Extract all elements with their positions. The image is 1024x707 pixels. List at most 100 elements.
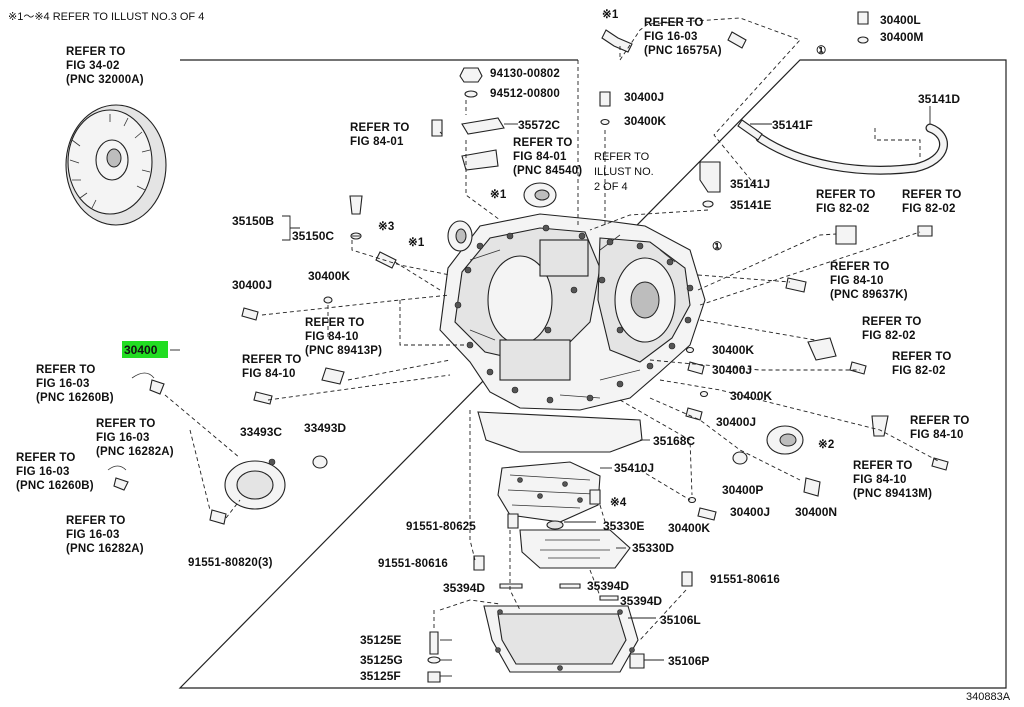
part-30400j-top[interactable]: 30400J bbox=[624, 90, 664, 104]
part-30400k-r2[interactable]: 30400K bbox=[730, 389, 772, 403]
svg-text:(PNC 89637K): (PNC 89637K) bbox=[830, 289, 908, 301]
part-35394d-c[interactable]: 35394D bbox=[620, 594, 662, 608]
svg-text:(PNC 89413M): (PNC 89413M) bbox=[853, 488, 932, 500]
mark-3: ※3 bbox=[378, 220, 394, 233]
svg-text:FIG 84-10: FIG 84-10 bbox=[830, 275, 884, 287]
refer-fig84-01-pnc84540[interactable]: REFER TO FIG 84-01 (PNC 84540) bbox=[513, 137, 582, 177]
refer-fig82-02-a[interactable]: REFER TO FIG 82-02 bbox=[816, 189, 876, 215]
part-35330e[interactable]: 35330E bbox=[603, 519, 644, 533]
part-30400j-left[interactable]: 30400J bbox=[232, 278, 272, 292]
svg-text:REFER TO: REFER TO bbox=[305, 317, 365, 329]
refer-fig84-10-89413m[interactable]: REFER TO FIG 84-10 (PNC 89413M) bbox=[853, 460, 932, 500]
part-35106p[interactable]: 35106P bbox=[668, 654, 709, 668]
part-30400p[interactable]: 30400P bbox=[722, 483, 763, 497]
refer-fig82-02-b[interactable]: REFER TO FIG 82-02 bbox=[902, 189, 962, 215]
part-35410j[interactable]: 35410J bbox=[614, 461, 654, 475]
part-35168c[interactable]: 35168C bbox=[653, 434, 695, 448]
part-35394d-a[interactable]: 35394D bbox=[443, 581, 485, 595]
part-35150c[interactable]: 35150C bbox=[292, 229, 334, 243]
svg-text:REFER TO: REFER TO bbox=[350, 122, 410, 134]
part-33493c[interactable]: 33493C bbox=[240, 425, 282, 439]
svg-text:REFER TO: REFER TO bbox=[96, 418, 156, 430]
svg-text:REFER TO: REFER TO bbox=[66, 46, 126, 58]
part-35125g[interactable]: 35125G bbox=[360, 653, 403, 667]
o-ring-33493d-drawing bbox=[312, 455, 328, 469]
part-91551-80616-a[interactable]: 91551-80616 bbox=[378, 558, 448, 570]
part-30400k-top[interactable]: 30400K bbox=[624, 114, 666, 128]
svg-text:FIG 16-03: FIG 16-03 bbox=[36, 378, 90, 390]
part-94130-00802[interactable]: 94130-00802 bbox=[490, 68, 560, 80]
mark-4: ※4 bbox=[610, 496, 627, 509]
refer-torque-converter[interactable]: REFER TO FIG 34-02 (PNC 32000A) bbox=[66, 46, 144, 86]
refer-fig84-10-89637k[interactable]: REFER TO FIG 84-10 (PNC 89637K) bbox=[830, 261, 908, 301]
part-33493d[interactable]: 33493D bbox=[304, 421, 346, 435]
part-35141f[interactable]: 35141F bbox=[772, 118, 813, 132]
part-30400n[interactable]: 30400N bbox=[795, 505, 837, 519]
part-30400m[interactable]: 30400M bbox=[880, 30, 923, 44]
part-35150b[interactable]: 35150B bbox=[232, 214, 274, 228]
svg-text:FIG 84-01: FIG 84-01 bbox=[350, 136, 404, 148]
dashed-connector-lines bbox=[164, 17, 941, 641]
part-94512-00800[interactable]: 94512-00800 bbox=[490, 88, 560, 100]
part-30400j-bottom[interactable]: 30400J bbox=[730, 505, 770, 519]
refer-fig84-10-left[interactable]: REFER TO FIG 84-10 bbox=[242, 354, 302, 380]
svg-text:FIG 16-03: FIG 16-03 bbox=[66, 529, 120, 541]
svg-text:(PNC 16575A): (PNC 16575A) bbox=[644, 45, 722, 57]
svg-text:FIG 84-10: FIG 84-10 bbox=[305, 331, 359, 343]
part-35141d[interactable]: 35141D bbox=[918, 92, 960, 106]
part-35394d-b[interactable]: 35394D bbox=[587, 579, 629, 593]
part-35330d[interactable]: 35330D bbox=[632, 541, 674, 555]
svg-text:FIG 84-10: FIG 84-10 bbox=[242, 368, 296, 380]
svg-text:REFER TO: REFER TO bbox=[910, 415, 970, 427]
part-35141e[interactable]: 35141E bbox=[730, 198, 771, 212]
main-frame bbox=[178, 59, 1007, 689]
oil-pan-drawing bbox=[483, 605, 639, 673]
part-91551-80616-b[interactable]: 91551-80616 bbox=[710, 574, 780, 586]
svg-text:30400: 30400 bbox=[124, 343, 158, 357]
svg-text:(PNC 89413P): (PNC 89413P) bbox=[305, 345, 382, 357]
svg-text:FIG 84-10: FIG 84-10 bbox=[910, 429, 964, 441]
mark-1-seal2: ※1 bbox=[408, 236, 425, 249]
svg-text:FIG 82-02: FIG 82-02 bbox=[892, 365, 946, 377]
refer-fig82-02-c[interactable]: REFER TO FIG 82-02 bbox=[862, 316, 922, 342]
refer-fig16-16260b-a[interactable]: REFER TO FIG 16-03 (PNC 16260B) bbox=[36, 364, 114, 404]
part-30400k-r1[interactable]: 30400K bbox=[712, 343, 754, 357]
part-30400k-bottom[interactable]: 30400K bbox=[668, 521, 710, 535]
svg-text:REFER TO: REFER TO bbox=[66, 515, 126, 527]
svg-text:(PNC 16282A): (PNC 16282A) bbox=[96, 446, 174, 458]
part-35572c[interactable]: 35572C bbox=[518, 118, 560, 132]
svg-text:(PNC 16282A): (PNC 16282A) bbox=[66, 543, 144, 555]
svg-text:(PNC 84540): (PNC 84540) bbox=[513, 165, 582, 177]
svg-text:FIG 34-02: FIG 34-02 bbox=[66, 60, 120, 72]
highlight-30400[interactable]: 30400 bbox=[122, 341, 168, 358]
part-30400k-left[interactable]: 30400K bbox=[308, 269, 350, 283]
refer-fig84-01-top[interactable]: REFER TO FIG 84-01 bbox=[350, 122, 410, 148]
svg-text:FIG 84-10: FIG 84-10 bbox=[853, 474, 907, 486]
svg-text:REFER TO: REFER TO bbox=[862, 316, 922, 328]
part-35141j[interactable]: 35141J bbox=[730, 177, 770, 191]
part-91551-80820[interactable]: 91551-80820(3) bbox=[188, 557, 273, 569]
part-35106l[interactable]: 35106L bbox=[660, 613, 701, 627]
part-91551-80625[interactable]: 91551-80625 bbox=[406, 521, 476, 533]
refer-fig84-10-right[interactable]: REFER TO FIG 84-10 bbox=[910, 415, 970, 441]
svg-text:FIG 16-03: FIG 16-03 bbox=[16, 466, 70, 478]
part-30400l[interactable]: 30400L bbox=[880, 13, 921, 27]
part-30400j-r1[interactable]: 30400J bbox=[712, 363, 752, 377]
svg-text:FIG 82-02: FIG 82-02 bbox=[816, 203, 870, 215]
refer-top-bolt[interactable]: REFER TO FIG 16-03 (PNC 16575A) bbox=[644, 17, 722, 57]
svg-text:(PNC 16260B): (PNC 16260B) bbox=[36, 392, 114, 404]
refer-illust-2of4[interactable]: REFER TO ILLUST NO. 2 OF 4 bbox=[594, 151, 654, 193]
svg-text:REFER TO: REFER TO bbox=[513, 137, 573, 149]
refer-fig16-16282a-a[interactable]: REFER TO FIG 16-03 (PNC 16282A) bbox=[96, 418, 174, 458]
refer-fig16-16282a-b[interactable]: REFER TO FIG 16-03 (PNC 16282A) bbox=[66, 515, 144, 555]
gasket-35168c-drawing bbox=[477, 411, 643, 453]
breather-hose-drawing bbox=[755, 123, 948, 175]
valve-body-drawing bbox=[497, 461, 601, 523]
part-35125f[interactable]: 35125F bbox=[360, 669, 401, 683]
part-30400j-r2[interactable]: 30400J bbox=[716, 415, 756, 429]
part-35125e[interactable]: 35125E bbox=[360, 633, 401, 647]
refer-fig84-10-89413p[interactable]: REFER TO FIG 84-10 (PNC 89413P) bbox=[305, 317, 382, 357]
refer-fig82-02-d[interactable]: REFER TO FIG 82-02 bbox=[892, 351, 952, 377]
refer-fig16-16260b-b[interactable]: REFER TO FIG 16-03 (PNC 16260B) bbox=[16, 452, 94, 492]
